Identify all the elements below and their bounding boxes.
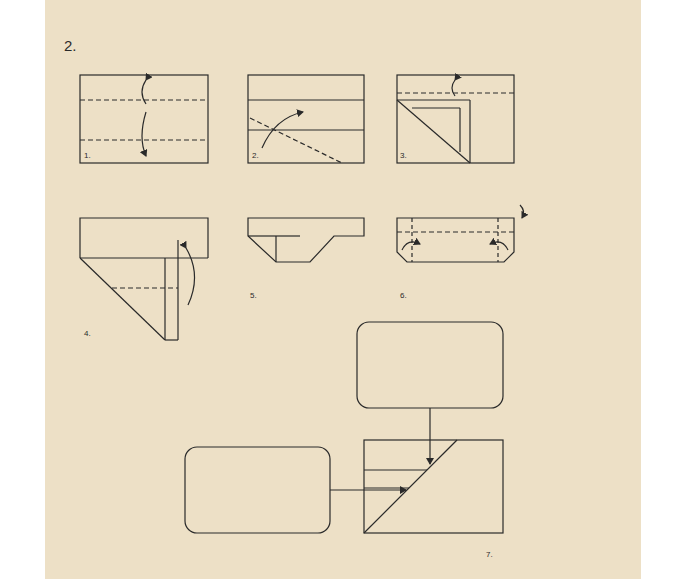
step-number: 5. — [250, 292, 257, 300]
step-number: 2. — [252, 152, 259, 160]
figure-heading: 2. — [64, 38, 77, 53]
step-number: 6. — [400, 292, 407, 300]
page-panel — [45, 0, 641, 579]
step-number: 1. — [84, 152, 91, 160]
step-number: 7. — [486, 551, 493, 559]
step-number: 3. — [400, 152, 407, 160]
step-number: 4. — [84, 330, 91, 338]
